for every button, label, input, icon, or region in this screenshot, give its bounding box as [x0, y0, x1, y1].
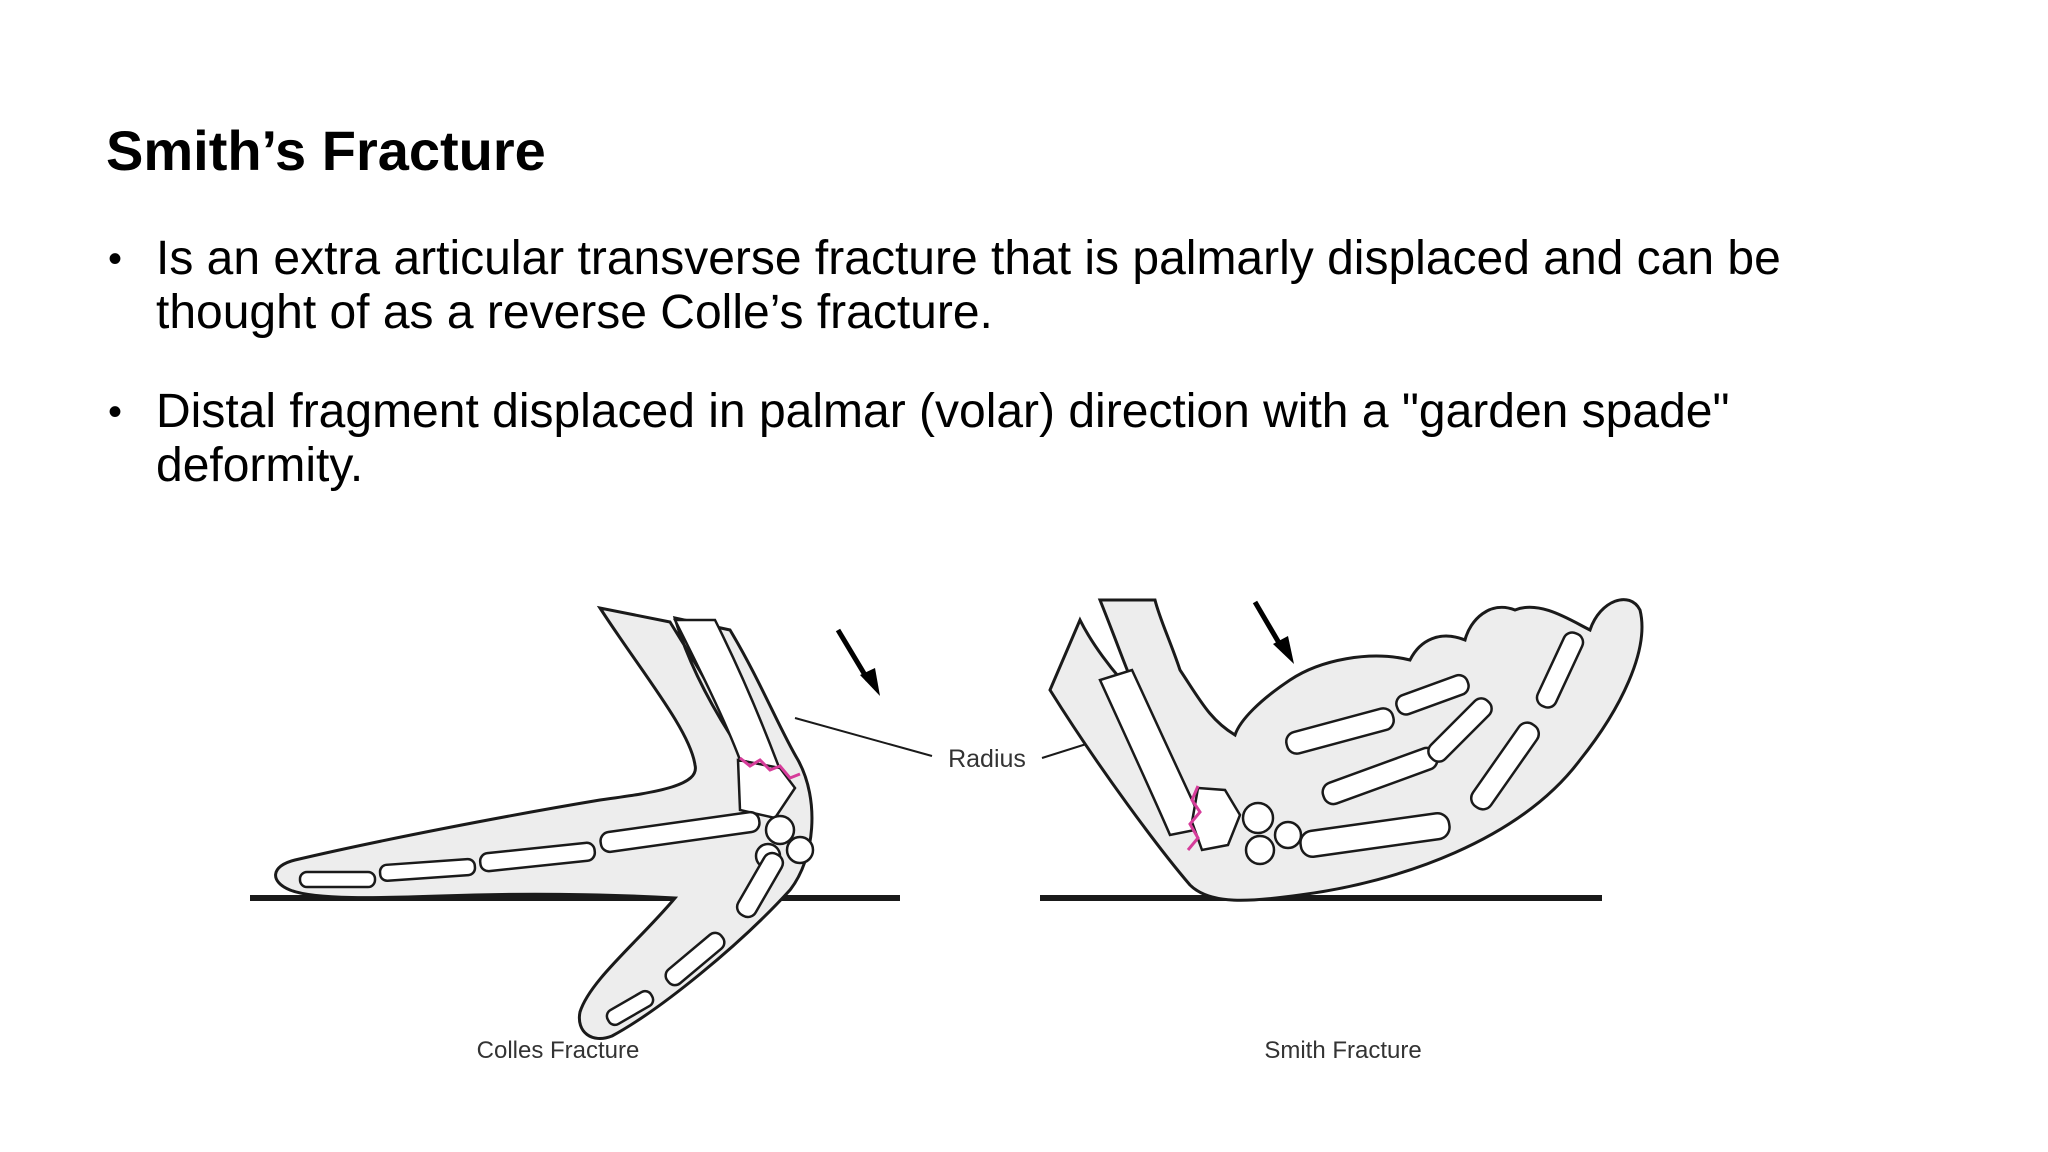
colles-metacarpal-bone: [599, 810, 761, 854]
radius-label: Radius: [948, 745, 1026, 773]
smith-phalanx-bone: [1535, 631, 1585, 709]
colles-thumb-bone: [664, 931, 726, 987]
smith-metacarpal-bone: [1299, 811, 1451, 859]
colles-hand-illustration: [250, 605, 900, 1040]
bullet-text: Distal fragment displaced in palmar (vol…: [156, 385, 1730, 492]
bullet-item: • Is an extra articular transverse fract…: [106, 232, 1886, 340]
smith-arrowhead-icon: [1273, 636, 1294, 664]
colles-carpal-bone: [764, 814, 796, 846]
colles-phalanx-bone: [298, 870, 377, 889]
smith-caption: Smith Fracture: [1264, 1037, 1421, 1064]
fracture-diagram-svg: Radius: [250, 598, 1644, 1064]
bullet-text: Is an extra articular transverse fractur…: [156, 232, 1781, 339]
colles-thumb-bone: [735, 851, 785, 919]
smith-phalanx-bone: [1427, 697, 1493, 763]
colles-hand-outline: [274, 605, 814, 1040]
smith-phalanx-bone: [1469, 721, 1541, 811]
radius-leader-line-left: [794, 717, 933, 757]
colles-distal-fragment: [736, 758, 797, 820]
smith-hand-illustration: [1040, 598, 1644, 902]
bullet-dot-icon: •: [108, 390, 123, 434]
colles-force-arrow-icon: [835, 628, 871, 682]
colles-fracture-line: [739, 756, 801, 780]
colles-phalanx-bone: [478, 841, 597, 873]
smith-carpal-bone: [1244, 834, 1276, 866]
bullet-item: • Distal fragment displaced in palmar (v…: [106, 385, 1886, 493]
smith-thumb-bone: [1285, 707, 1395, 755]
colles-phalanx-bone: [378, 857, 477, 883]
slide-title: Smith’s Fracture: [106, 119, 546, 182]
colles-caption: Colles Fracture: [477, 1037, 640, 1064]
colles-carpal-bone: [785, 835, 815, 865]
bullet-dot-icon: •: [108, 237, 123, 281]
smith-thumb-bone: [1395, 673, 1470, 716]
smith-carpal-bone: [1273, 820, 1303, 850]
smith-force-arrow-icon: [1252, 600, 1285, 650]
smith-carpal-bone: [1241, 801, 1275, 835]
fracture-illustration: Radius: [220, 560, 1720, 1100]
colles-thumb-bone: [605, 989, 655, 1027]
bullet-list: • Is an extra articular transverse fract…: [106, 232, 1886, 538]
colles-arrowhead-icon: [860, 668, 880, 696]
smith-fracture-line: [1186, 785, 1202, 851]
